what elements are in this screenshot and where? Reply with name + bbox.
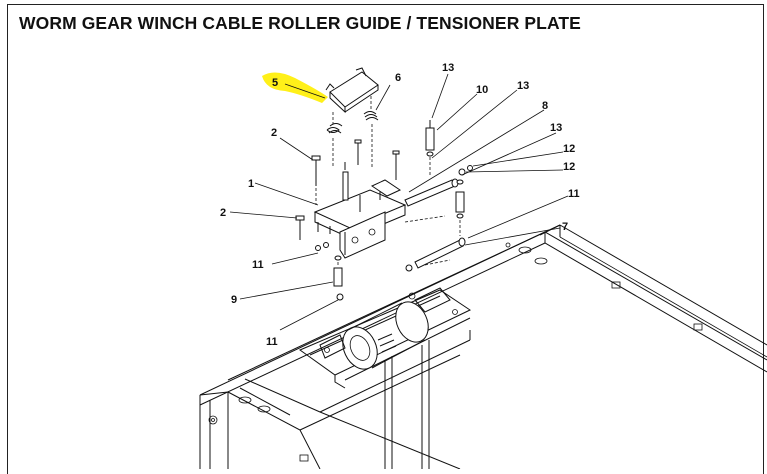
callout-11-left: 11 <box>252 259 264 271</box>
callout-13-mid: 13 <box>517 80 529 92</box>
diagram-frame <box>7 4 764 474</box>
callout-12-top: 12 <box>563 143 575 155</box>
callout-2-top: 2 <box>271 127 277 139</box>
callout-labels: 5 6 13 10 13 8 13 2 12 12 1 11 2 7 11 9 … <box>220 62 580 348</box>
callout-13-right: 13 <box>550 122 562 134</box>
callout-13-top: 13 <box>442 62 454 74</box>
callout-10: 10 <box>476 84 488 96</box>
tension-springs <box>326 96 379 168</box>
tensioner-plate <box>325 67 379 114</box>
callout-11-right: 11 <box>568 188 580 200</box>
winch-mount-frame <box>199 224 767 469</box>
callout-9: 9 <box>231 294 237 306</box>
callout-7: 7 <box>562 221 568 233</box>
worm-gear-winch <box>298 287 472 389</box>
leader-lines <box>229 73 569 331</box>
roller-guide-bracket <box>313 179 407 259</box>
callout-5: 5 <box>272 77 278 89</box>
diagram-title: WORM GEAR WINCH CABLE ROLLER GUIDE / TEN… <box>19 13 581 33</box>
fasteners <box>295 120 473 301</box>
callout-2-left: 2 <box>220 207 226 219</box>
callout-12-bottom: 12 <box>563 161 575 173</box>
callout-11-bottom: 11 <box>266 336 278 348</box>
callout-6: 6 <box>395 72 401 84</box>
callout-8: 8 <box>542 100 548 112</box>
callout-1: 1 <box>248 178 254 190</box>
